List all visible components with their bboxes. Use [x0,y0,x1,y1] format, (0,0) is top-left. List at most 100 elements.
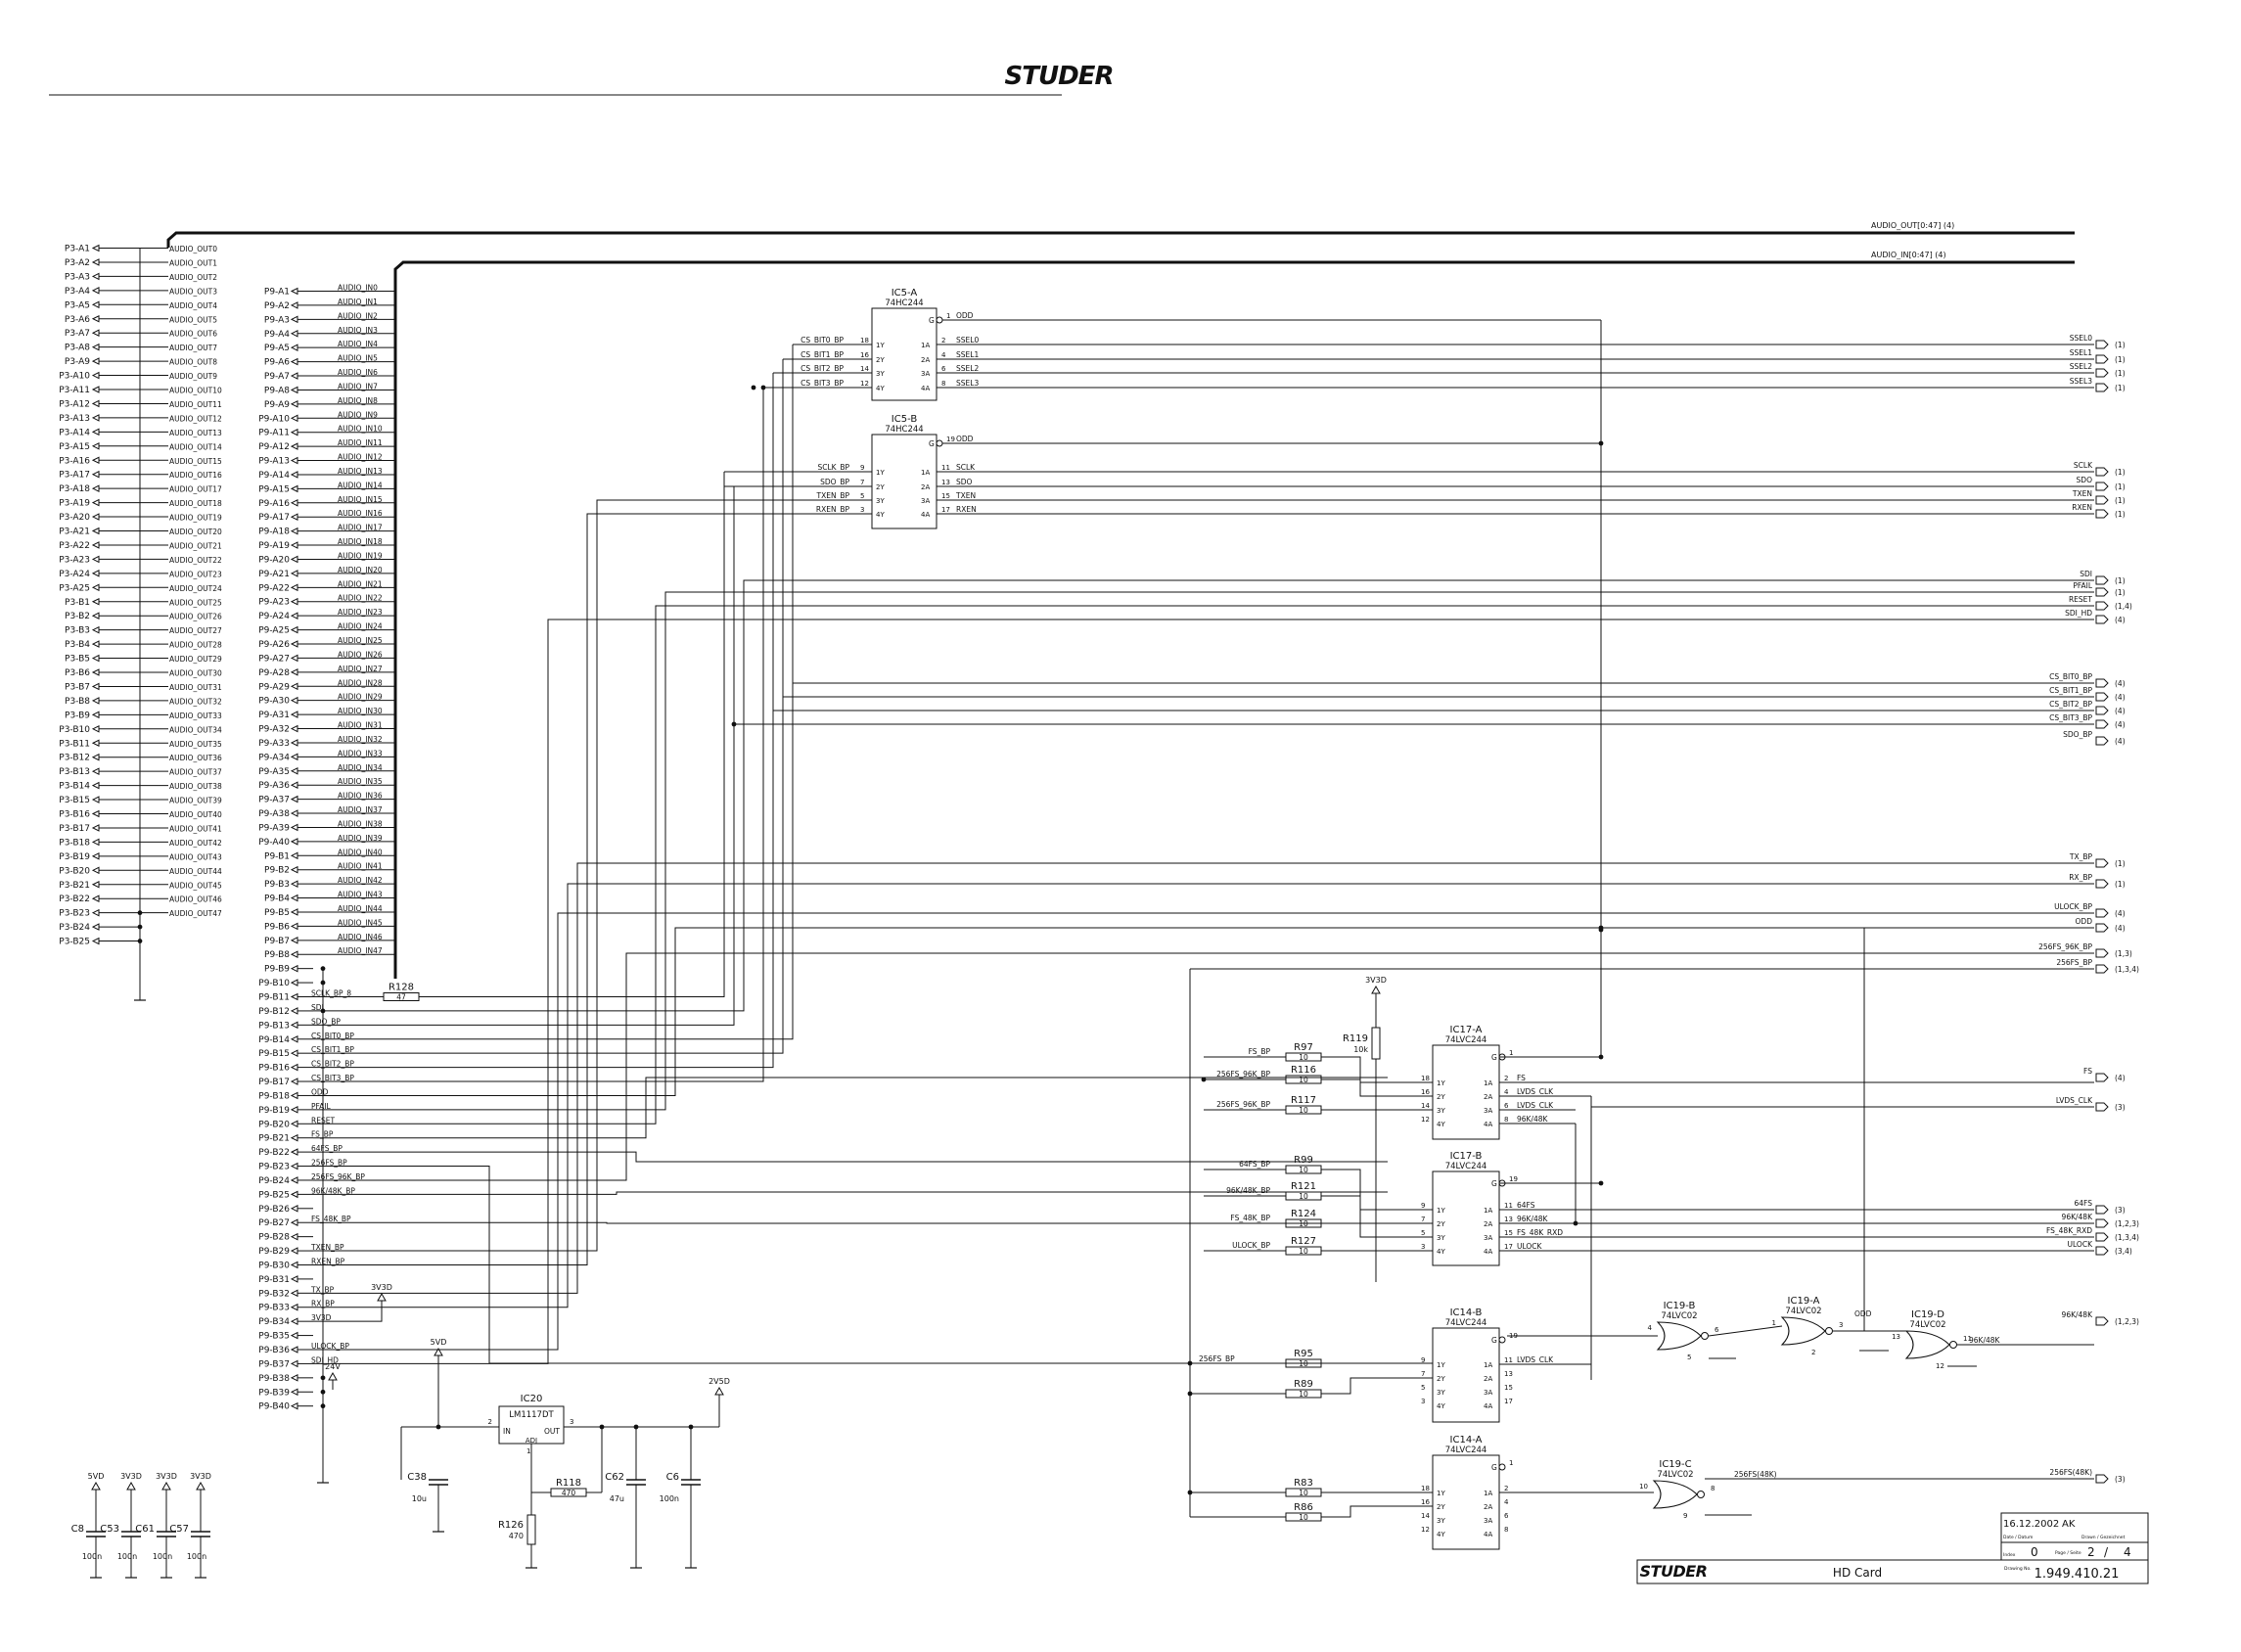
p9-pin-arrow [290,1133,298,1142]
p3-pin-arrow [91,513,100,521]
output-net-label: CS_BIT1_BP [2049,686,2092,695]
p9-pin-arrow [290,357,298,366]
sdo-bp-to-ic5b [733,485,872,724]
ic17a-output-net: LVDS_CLK [1517,1087,1554,1096]
p9-pin-arrow [290,315,298,324]
output-net-label: LVDS_CLK [2056,1096,2093,1105]
p9-pin-label: P9-B39 [258,1388,290,1398]
ic-pin-name: 2A [1484,1093,1492,1101]
rxen-bp-wire [313,513,872,1265]
output-page-ref: (4) [2115,737,2126,746]
output-page-ref: (1,3) [2115,949,2132,958]
rail-label: 5VD [88,1472,105,1481]
p9-net-label: AUDIO_IN27 [338,665,383,673]
resistor-ref: R89 [1294,1379,1313,1390]
rail-label: 3V3D [371,1283,392,1292]
resistor-value: 10 [1299,1076,1308,1084]
p9-net-label: AUDIO_IN34 [338,763,383,772]
p3-net-label: AUDIO_OUT7 [169,344,217,352]
junction-dot [320,1403,326,1409]
p3-pin-label: P3-B5 [65,655,90,665]
p9-net-label: AUDIO_IN39 [338,834,383,843]
p3-pin-arrow [91,428,100,436]
junction-dot [435,1424,441,1430]
p9-pin-label: P9-B20 [258,1120,290,1129]
output-connector [2095,678,2109,688]
ic5a-input-net: CS_BIT2_BP [800,364,844,373]
oe-pin-number: 1 [1509,1459,1513,1467]
p9-pin-label: P9-B8 [264,950,290,960]
p3-pin-arrow [91,852,100,860]
p3-net-label: AUDIO_OUT22 [169,556,222,565]
ic-pin-name: 3Y [1437,1517,1445,1525]
p9-pin-arrow [290,696,298,705]
junction-dot [320,966,326,972]
p3-pin-arrow [91,796,100,803]
ulock-bp-wire [313,912,2094,1351]
gate-ref: IC19-D [1911,1309,1944,1320]
gate-pin: 2 [1811,1349,1815,1356]
p9-pin-label: P9-B21 [258,1134,290,1144]
output-connector [2095,509,2109,519]
p3-pin-label: P3-A10 [59,372,90,382]
header-brand-logo: STUDER [1005,62,1114,91]
ic-pin-number: 11 [1504,1202,1513,1210]
ic-ref: IC17-A [1450,1025,1483,1035]
256fs-96k-wire [313,952,2094,1181]
p9-net-label: AUDIO_IN41 [338,862,383,871]
gate-pin: 5 [1687,1354,1691,1361]
p9-net-label: FS_BP [311,1130,334,1139]
p9-net-label: AUDIO_IN10 [338,425,383,434]
p9-pin-arrow [290,795,298,803]
p3-pin-label: P3-A8 [65,344,90,353]
p9-pin-label: P9-B24 [258,1176,290,1186]
output-connector [2095,706,2109,715]
p3-pin-label: P3-A5 [65,300,90,310]
output-connector [2095,736,2109,746]
oe-pin-number: 19 [946,436,955,443]
gate-pin: 4 [1648,1324,1653,1332]
ic14a-body [1432,1454,1500,1550]
p3-pin-label: P3-A23 [59,555,90,565]
p3-pin-label: P3-A18 [59,484,90,494]
p3-pin-label: P3-B19 [59,852,90,862]
p3-pin-label: P3-B21 [59,881,90,891]
p9-pin-arrow [290,1401,298,1410]
p9-pin-label: P9-B10 [258,979,290,988]
p9-net-label: 3V3D [311,1313,332,1322]
output-page-ref: (4) [2115,924,2126,933]
resistor-value: 10 [1299,1106,1308,1115]
p3-net-label: AUDIO_OUT47 [169,909,222,918]
p3-net-label: AUDIO_OUT23 [169,570,222,578]
p9-pin-label: P9-B13 [258,1021,290,1031]
output-connector [2095,1205,2109,1215]
rail-decoupling [161,1481,171,1491]
p9-pin-label: P9-A33 [258,739,290,749]
p3-net-label: AUDIO_OUT43 [169,852,222,861]
output-net-label: RESET [2069,595,2092,604]
p3-net-label: AUDIO_OUT35 [169,740,222,749]
resistor-value: 10 [1299,1166,1308,1174]
p3-pin-label: P3-B25 [59,938,90,947]
p9-pin-label: P9-B14 [258,1035,290,1045]
p9-pin-arrow [290,1190,298,1199]
title-pages: 4 [2124,1545,2131,1559]
title-field-label: Drawn / Gezeichnet [2081,1535,2126,1540]
ic-pin-name: 3A [921,497,930,505]
p3-net-label: AUDIO_OUT29 [169,655,222,664]
txen-bp-wire [313,499,872,1252]
odd-right-wire [313,927,2094,1096]
p3-net-label: AUDIO_OUT42 [169,839,222,848]
resistor-value: 10 [1299,1513,1308,1522]
ic-pin-number: 3 [1421,1243,1425,1251]
p9-pin-label: P9-A31 [258,711,290,720]
ic-pin-name: 3A [1484,1107,1492,1115]
ic-pin-number: 2 [1504,1075,1508,1082]
gate-ref: IC19-A [1788,1296,1820,1307]
p9-net-label: AUDIO_IN23 [338,608,383,617]
p9-pin-label: P9-B29 [258,1247,290,1257]
p9-pin-arrow [290,513,298,522]
p3-net-label: AUDIO_OUT33 [169,711,222,720]
oe-pin-number: 1 [1509,1049,1513,1057]
p9-pin-arrow [290,682,298,691]
